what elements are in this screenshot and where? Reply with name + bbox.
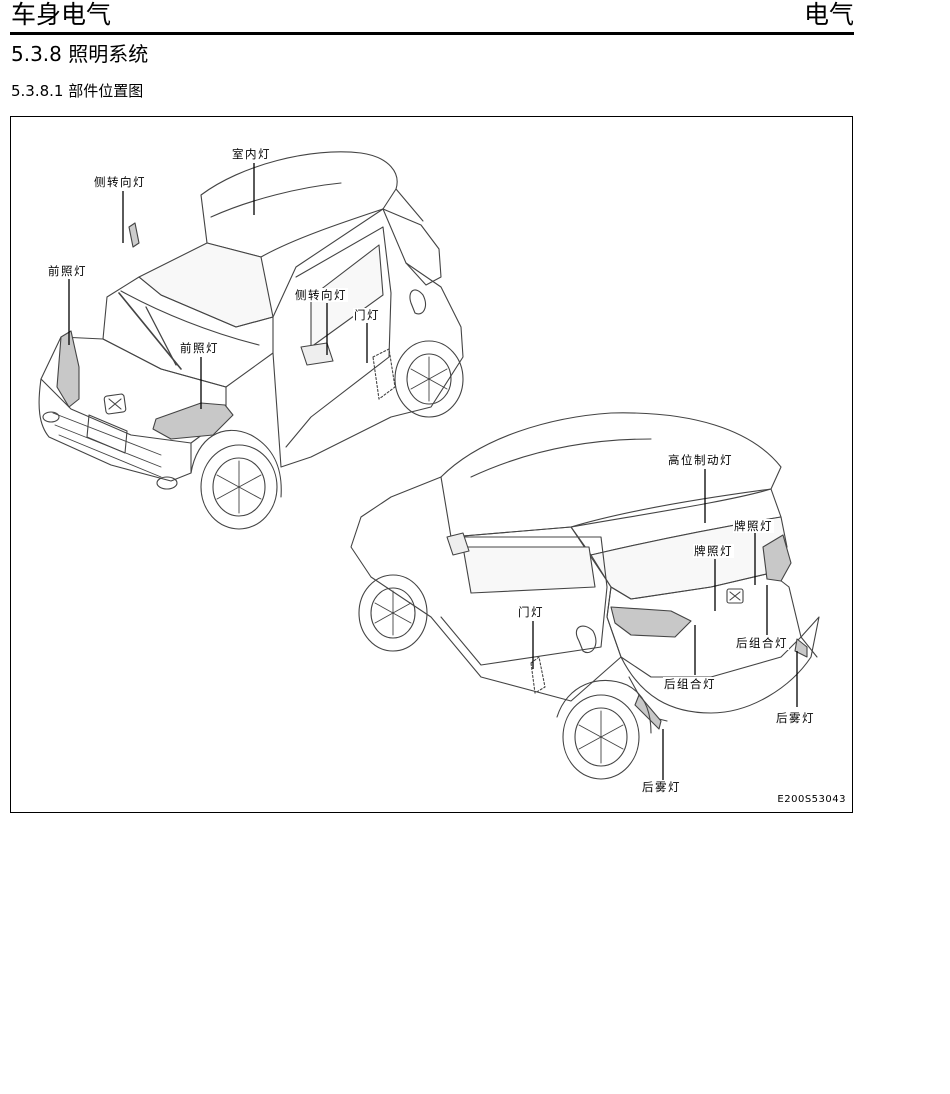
component-location-figure: 室内灯 侧转向灯 前照灯 侧转向灯 门灯 前照灯 高位制动灯 牌照灯 牌照灯 门… <box>10 116 853 813</box>
label-door-lamp-rear: 门灯 <box>517 605 545 619</box>
label-rear-fog-lamp-left: 后雾灯 <box>641 780 682 794</box>
label-license-lamp-center: 牌照灯 <box>693 544 734 558</box>
category-title: 电气 <box>803 0 854 29</box>
header-rule <box>10 32 854 35</box>
label-license-lamp-right: 牌照灯 <box>733 519 774 533</box>
chapter-title: 车身电气 <box>11 0 112 29</box>
label-rear-combo-lamp-center: 后组合灯 <box>663 677 717 691</box>
leader-lines <box>68 163 798 781</box>
label-side-turn-lamp-mirror: 侧转向灯 <box>294 288 348 302</box>
rear-car-drawing <box>350 412 820 780</box>
label-side-turn-lamp-front-fender: 侧转向灯 <box>93 175 147 189</box>
label-door-lamp-front: 门灯 <box>353 308 381 322</box>
section-title: 5.3.8 照明系统 <box>11 42 149 66</box>
label-high-mount-brake-lamp: 高位制动灯 <box>667 453 734 467</box>
label-rear-combo-lamp-right: 后组合灯 <box>735 636 789 650</box>
car-illustration <box>38 151 820 781</box>
label-rear-fog-lamp-right: 后雾灯 <box>775 711 816 725</box>
subsection-title: 5.3.8.1 部件位置图 <box>11 82 144 100</box>
label-interior-lamp: 室内灯 <box>231 147 272 161</box>
label-headlamp-right: 前照灯 <box>179 341 220 355</box>
figure-code: E200S53043 <box>777 794 846 805</box>
label-headlamp-left: 前照灯 <box>47 264 88 278</box>
front-car-drawing <box>38 151 464 530</box>
